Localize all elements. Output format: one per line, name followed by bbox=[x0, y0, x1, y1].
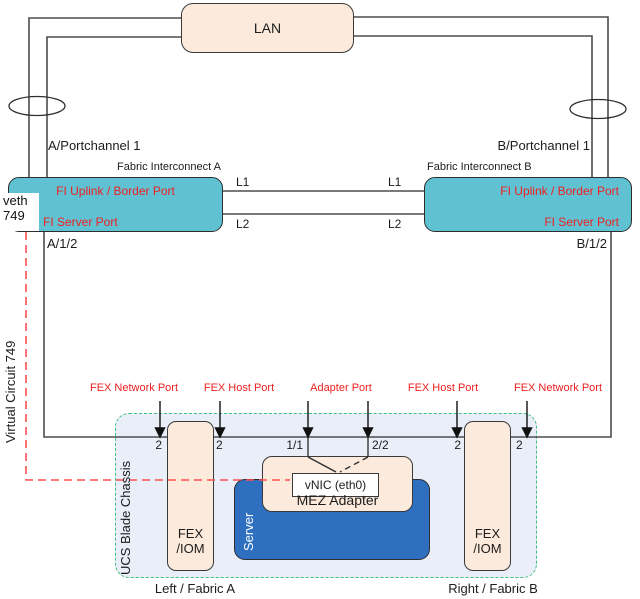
portchannel-b-label: B/Portchannel 1 bbox=[497, 138, 590, 153]
lan-node: LAN bbox=[181, 3, 354, 53]
l2-label-left: L2 bbox=[236, 217, 250, 231]
lan-uplink-b-inner-wire bbox=[354, 35, 593, 179]
fex-host-port-b-callout: FEX Host Port bbox=[407, 382, 479, 394]
port-adapter-1-number: 1/1 bbox=[286, 438, 303, 452]
virtual-circuit-label: Virtual Circuit 749 bbox=[3, 340, 18, 443]
l1-label-right: L1 bbox=[388, 175, 402, 189]
fi-b-uplink-port-label: FI Uplink / Border Port bbox=[500, 184, 619, 198]
fex-b-label-line1: FEX bbox=[474, 526, 501, 541]
virtual-circuit-wire bbox=[25, 232, 290, 481]
vnic-node: vNIC (eth0) bbox=[292, 473, 379, 497]
fex-host-port-a-callout: FEX Host Port bbox=[203, 382, 275, 394]
vnic-path-a-wire bbox=[307, 456, 337, 473]
veth-line1: veth bbox=[3, 193, 28, 208]
fi-a-uplink-port-label: FI Uplink / Border Port bbox=[56, 184, 175, 198]
vnic-path-b-wire bbox=[339, 456, 369, 473]
l1-label-left: L1 bbox=[236, 175, 250, 189]
lan-uplink-a-outer-wire bbox=[28, 17, 181, 179]
lan-label: LAN bbox=[253, 20, 282, 36]
downlink-a-label: A/1/2 bbox=[47, 236, 78, 251]
server-port-wire bbox=[43, 231, 612, 438]
lan-uplink-b-outer-wire bbox=[354, 16, 609, 179]
fex-network-port-b-callout: FEX Network Port bbox=[513, 382, 603, 394]
fex-network-port-a-callout: FEX Network Port bbox=[89, 382, 179, 394]
fex-b-label-line2: /IOM bbox=[473, 541, 502, 556]
fi-a-veth-label: veth 749 bbox=[1, 193, 39, 231]
fabric-interconnect-a-node: FI Uplink / Border Port veth 749 FI Serv… bbox=[1, 177, 223, 232]
port-adapter-2-number: 2/2 bbox=[372, 438, 389, 452]
fabric-interconnect-a-title: Fabric Interconnect A bbox=[117, 161, 221, 173]
port-a-host-number: 2 bbox=[216, 438, 223, 452]
fex-iom-a-node: FEX /IOM bbox=[167, 421, 214, 571]
adapter-port-2-arrow bbox=[362, 401, 374, 439]
port-a-network-number: 2 bbox=[155, 438, 162, 452]
footer-fabric-b-label: Right / Fabric B bbox=[448, 581, 538, 596]
fex-iom-b-node: FEX /IOM bbox=[464, 421, 511, 571]
portchannel-ellipse-right bbox=[569, 98, 627, 120]
l2-label-right: L2 bbox=[388, 217, 402, 231]
port-b-network-number: 2 bbox=[516, 438, 523, 452]
fex-network-port-b-arrow bbox=[521, 401, 533, 439]
port-b-host-number: 2 bbox=[454, 438, 461, 452]
portchannel-ellipse-left bbox=[8, 95, 66, 117]
downlink-b-label: B/1/2 bbox=[576, 236, 607, 251]
fabric-interconnect-b-node: FI Uplink / Border Port FI Server Port bbox=[424, 177, 632, 232]
fabric-interconnect-b-title: Fabric Interconnect B bbox=[427, 161, 532, 173]
vnic-label: vNIC (eth0) bbox=[304, 478, 367, 492]
mez-adapter-node: vNIC (eth0) MEZ Adapter bbox=[262, 456, 413, 512]
mez-adapter-label: MEZ Adapter bbox=[296, 492, 379, 508]
fex-host-port-b-arrow bbox=[451, 401, 463, 439]
fex-a-label-line2: /IOM bbox=[176, 541, 205, 556]
lan-uplink-a-inner-wire bbox=[46, 36, 181, 179]
footer-fabric-a-label: Left / Fabric A bbox=[154, 581, 236, 596]
fex-host-port-a-arrow bbox=[214, 401, 226, 439]
veth-line2: 749 bbox=[3, 208, 25, 223]
fi-a-server-port-label: FI Server Port bbox=[43, 215, 118, 229]
fex-a-label-line1: FEX bbox=[177, 526, 204, 541]
fex-network-port-a-arrow bbox=[154, 401, 166, 439]
ucs-blade-chassis-label: UCS Blade Chassis bbox=[118, 460, 133, 575]
adapter-port-callout: Adapter Port bbox=[310, 382, 372, 394]
portchannel-a-label: A/Portchannel 1 bbox=[48, 138, 141, 153]
fi-b-server-port-label: FI Server Port bbox=[544, 215, 619, 229]
adapter-port-1-arrow bbox=[302, 401, 314, 439]
